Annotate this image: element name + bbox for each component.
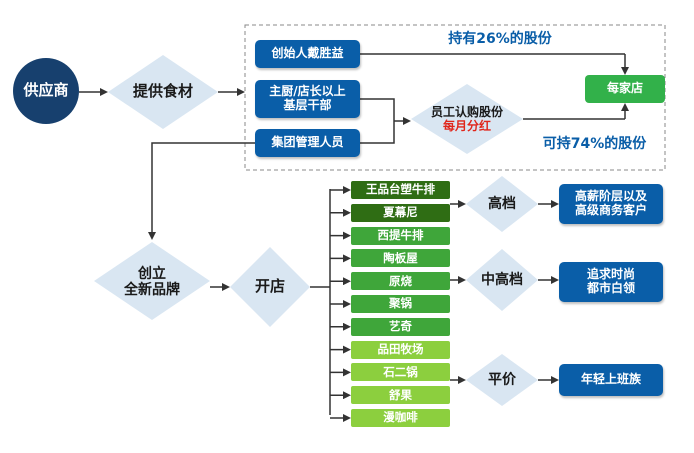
target-high-line2: 高级商务客户	[574, 203, 647, 217]
employee-share-line1: 员工认购股份	[430, 105, 503, 120]
brand-box: 夏幕尼	[351, 203, 450, 222]
brand-box: 艺奇	[351, 317, 450, 336]
open-store-diamond	[230, 247, 310, 327]
chef-manager-line2: 基层干部	[283, 98, 332, 112]
brand-box: 西提牛排	[351, 226, 450, 245]
provide-food-label: 提供食材	[132, 82, 193, 101]
brand-box: 原烧	[351, 272, 450, 291]
brand-box: 品田牧场	[351, 340, 450, 359]
tier-low-diamond	[466, 354, 538, 406]
founder-box: 创始人戴胜益	[255, 40, 360, 68]
new-brand-label: 创立 全新品牌	[104, 264, 200, 300]
tier-low-label: 平价	[488, 371, 516, 388]
target-high-box: 高薪阶层以及 高级商务客户	[559, 184, 663, 224]
hold-74-text: 可持74%的股份	[542, 135, 647, 152]
tier-high-label: 高档	[488, 195, 516, 212]
employee-share-label: 员工认购股份 每月分红	[418, 102, 516, 138]
brand-box: 舒果	[351, 386, 450, 405]
new-brand-diamond	[94, 242, 210, 320]
target-low-line1: 年轻上班族	[580, 372, 641, 387]
each-store-box: 每家店	[585, 75, 665, 103]
brand-box: 石二锅	[351, 363, 450, 382]
chef-manager-line1: 主厨/店长以上	[269, 84, 346, 99]
hold-26-text: 持有26%的股份	[448, 30, 552, 47]
staff-to-share-connector	[360, 98, 395, 144]
target-mid-line2: 都市白领	[586, 281, 635, 295]
brand-box: 漫咖啡	[351, 409, 450, 427]
brand-box: 王品台塑牛排	[351, 181, 450, 199]
supplier-circle	[13, 58, 79, 124]
chef-manager-box: 主厨/店长以上 基层干部	[255, 80, 360, 118]
shareholder-group-frame	[244, 24, 666, 171]
group-management-box: 集团管理人员	[255, 129, 360, 157]
tier-high-diamond	[466, 176, 538, 232]
target-high-line1: 高薪阶层以及	[574, 189, 647, 204]
new-brand-line1: 创立	[138, 265, 166, 282]
brand-box: 聚锅	[351, 295, 450, 313]
provide-food-diamond	[108, 55, 218, 129]
target-low-box: 年轻上班族	[559, 364, 663, 396]
group-to-brand-line	[148, 142, 255, 240]
new-brand-line2: 全新品牌	[124, 282, 180, 298]
supplier-label: 供应商	[23, 81, 69, 100]
tier-mid-diamond	[466, 249, 538, 311]
open-store-label: 开店	[254, 277, 285, 296]
target-mid-box: 追求时尚 都市白领	[559, 262, 663, 302]
target-mid-line1: 追求时尚	[586, 267, 635, 282]
brand-box: 陶板屋	[351, 249, 450, 268]
tier-mid-label: 中高档	[481, 271, 523, 288]
monthly-dividend: 每月分红	[442, 119, 491, 133]
employee-share-diamond	[411, 84, 523, 154]
